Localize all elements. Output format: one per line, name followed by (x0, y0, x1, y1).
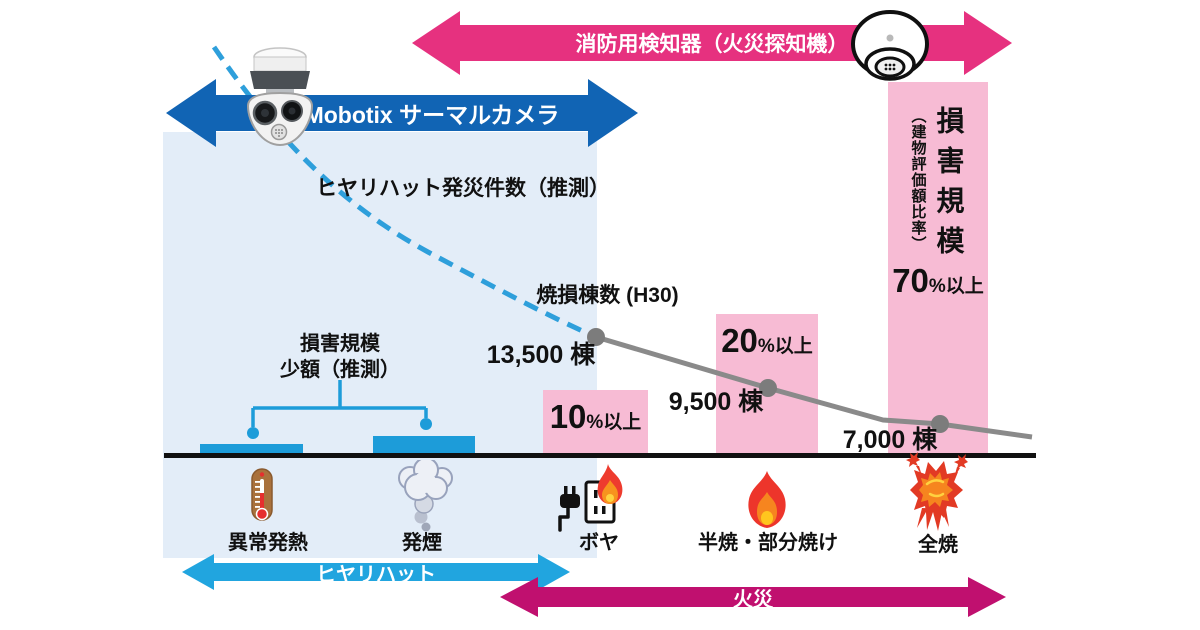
double-arrow-shape (500, 577, 1006, 617)
category-smoke: 発煙 (402, 531, 442, 554)
plug-fire-icon (558, 464, 623, 532)
nearmiss-bar-heat (200, 444, 303, 453)
percent-value: 10 (549, 398, 587, 435)
percent-suffix: %以上 (757, 336, 813, 357)
percent-value: 70 (892, 262, 929, 299)
explosion-icon (906, 452, 968, 531)
fire-range-arrow: 火災 (498, 574, 1008, 620)
damage-percent-partial: 20%以上 (716, 322, 818, 366)
damage-scale-title-block: 損害規模 （建物評価額比率） (888, 106, 988, 284)
damage-scale-subtitle: （建物評価額比率） (909, 108, 927, 252)
mobotix-camera-icon (246, 47, 314, 147)
burned-buildings-label: 焼損棟数 (H30) (536, 284, 679, 307)
damage-scale-title: 損害規模 (933, 106, 965, 266)
nearmiss-range-label: ヒヤリハット (316, 563, 436, 586)
baseline-axis (164, 453, 1036, 458)
nearmiss-bar-smoke (373, 436, 475, 453)
category-partial-burn: 半焼・部分焼け (698, 531, 838, 554)
nearmiss-count-label: ヒヤリハット発災件数（推測） (316, 177, 610, 200)
double-arrow-shape (182, 554, 570, 590)
damage-percent-total: 70%以上 (888, 262, 988, 306)
nearmiss-range-arrow: ヒヤリハット (180, 552, 572, 592)
flame-icon (748, 471, 786, 528)
category-total-burn: 全焼 (918, 533, 958, 556)
small-damage-line2: 少額（推測） (280, 359, 400, 381)
small-damage-label: 損害規模 少額（推測） (250, 331, 430, 385)
percent-value: 20 (721, 322, 758, 359)
count-9500: 9,500 棟 (668, 388, 764, 416)
percent-suffix: %以上 (928, 276, 984, 297)
fire-range-label: 火災 (733, 588, 773, 611)
smoke-icon (398, 460, 453, 532)
category-abnormal-heat: 異常発熱 (228, 531, 308, 554)
smoke-detector-icon (851, 10, 929, 81)
thermometer-icon (251, 468, 273, 521)
percent-suffix: %以上 (586, 412, 642, 433)
damage-percent-boya: 10%以上 (543, 398, 648, 442)
category-boya: ボヤ (579, 531, 619, 554)
count-13500: 13,500 棟 (486, 341, 596, 369)
fire-detector-range-label: 消防用検知器（火災探知機） (575, 33, 849, 56)
count-7000: 7,000 棟 (842, 426, 938, 454)
small-damage-line1: 損害規模 (300, 333, 380, 355)
thermal-camera-range-label: Mobotix サーマルカメラ (304, 102, 560, 128)
